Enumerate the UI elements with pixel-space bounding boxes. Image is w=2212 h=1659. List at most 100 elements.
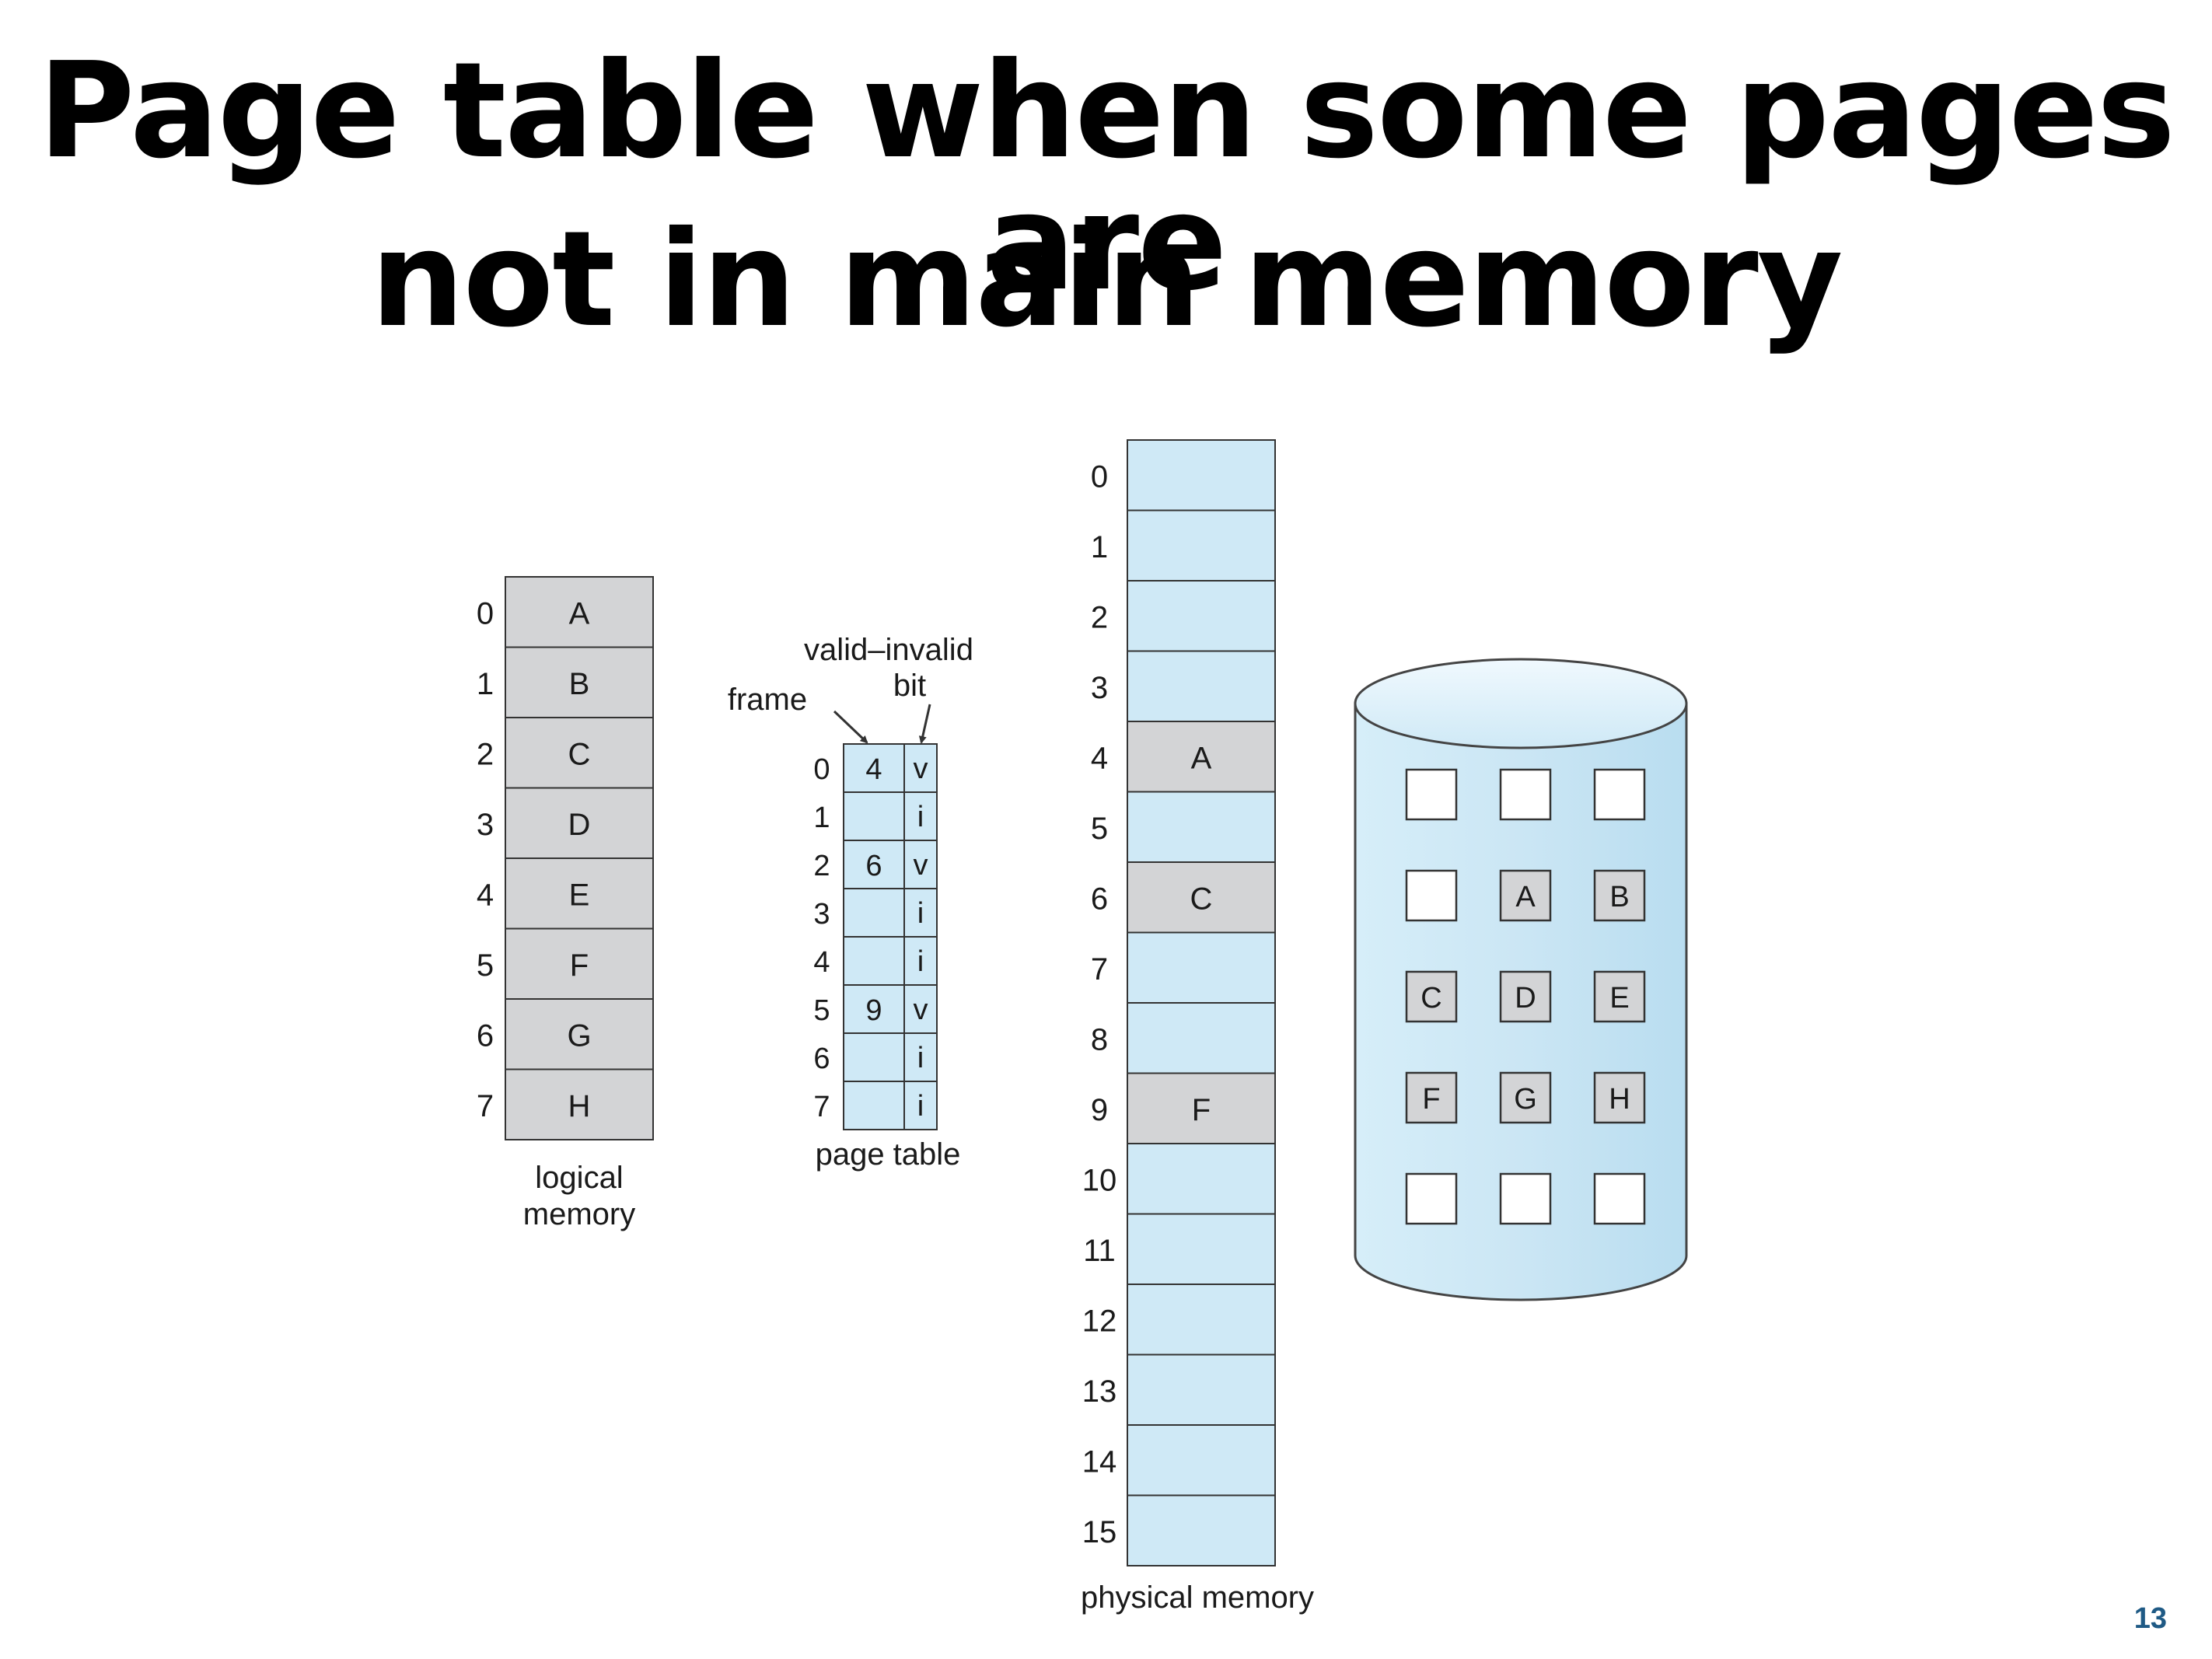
valid-invalid-label: valid–invalid (804, 633, 973, 667)
disk-slot (1405, 1071, 1458, 1124)
page-table-frame-cell (843, 888, 905, 938)
page-title-line-2: not in main memory (370, 203, 1843, 357)
page-table-valid-bit: v (914, 753, 928, 785)
logical-page-label: D (568, 808, 591, 842)
frame-label: frame (728, 683, 807, 717)
logical-memory-cell (505, 1068, 654, 1140)
physical-frame-index: 15 (1082, 1515, 1117, 1549)
physical-frame (1127, 861, 1276, 934)
physical-frame-page: C (1190, 882, 1213, 916)
disk-slot (1499, 869, 1552, 922)
logical-page-label: A (569, 596, 590, 630)
physical-frame (1127, 931, 1276, 1004)
physical-frame-index: 0 (1091, 459, 1108, 494)
page-table-valid-bit: i (917, 945, 924, 978)
page-table-bit-cell (903, 984, 938, 1034)
page-table-index: 5 (813, 994, 830, 1027)
disk-slot-page: C (1421, 982, 1441, 1015)
physical-frame-index: 4 (1091, 741, 1108, 775)
logical-index: 3 (477, 808, 494, 842)
disk-slot (1499, 768, 1552, 821)
disk-slot (1405, 1172, 1458, 1225)
physical-frame (1127, 580, 1276, 652)
disk-slot (1593, 1172, 1646, 1225)
physical-frame (1127, 1284, 1276, 1356)
valid-bit-arrow (918, 704, 931, 744)
logical-page-label: E (569, 878, 590, 912)
valid-invalid-label: bit (893, 669, 926, 703)
physical-frame (1127, 439, 1276, 512)
page-table-bit-cell (903, 840, 938, 889)
physical-frame-page: A (1191, 741, 1212, 775)
slide-number: 13 (2133, 1602, 2167, 1635)
page-table-valid-bit: v (914, 849, 928, 882)
page-table-index: 3 (813, 898, 830, 931)
page-table-frame-number: 9 (865, 994, 882, 1027)
page-table-frame-number: 6 (865, 850, 882, 882)
page-table-index: 4 (813, 946, 830, 979)
disk-slot-page: A (1515, 881, 1536, 913)
logical-index: 0 (477, 596, 494, 630)
physical-frame-page: F (1192, 1093, 1211, 1127)
page-title-line-1: Page table when some pages are (37, 34, 2175, 320)
physical-frame-index: 9 (1091, 1093, 1108, 1127)
physical-frame-index: 5 (1091, 812, 1108, 846)
page-table-bit-cell (903, 888, 938, 938)
logical-memory-cell (505, 927, 654, 1000)
logical-index: 2 (477, 737, 494, 771)
page-table-frame-cell (843, 984, 905, 1034)
physical-frame-index: 6 (1091, 882, 1108, 916)
disk-slot (1593, 1071, 1646, 1124)
logical-page-label: F (570, 948, 589, 983)
disk-slot (1405, 869, 1458, 922)
logical-index: 1 (477, 667, 494, 701)
page-table-valid-bit: v (914, 994, 928, 1026)
physical-frame-index: 1 (1091, 530, 1108, 564)
page-table-valid-bit: i (917, 801, 924, 833)
disk-slot (1405, 970, 1458, 1023)
physical-frame (1127, 1424, 1276, 1497)
disk-slot (1593, 768, 1646, 821)
page-table-index: 6 (813, 1043, 830, 1075)
page-table-bit-cell (903, 1032, 938, 1082)
page-table-bit-cell (903, 1081, 938, 1130)
physical-frame-index: 13 (1082, 1374, 1117, 1409)
physical-frame (1127, 1002, 1276, 1074)
physical-frame (1127, 509, 1276, 582)
page-table-valid-bit: i (917, 1042, 924, 1074)
frame-arrow (833, 710, 868, 744)
physical-frame-index: 7 (1091, 952, 1108, 987)
page-table-index: 0 (813, 753, 830, 786)
physical-frame (1127, 650, 1276, 722)
physical-frame (1127, 1494, 1276, 1566)
page-table-index: 1 (813, 802, 830, 834)
page-table-frame-cell (843, 1032, 905, 1082)
disk-slot-page: D (1515, 982, 1536, 1015)
physical-frame-index: 8 (1091, 1022, 1108, 1057)
physical-frame-index: 14 (1082, 1444, 1117, 1479)
physical-frame-index: 12 (1082, 1304, 1117, 1338)
physical-frame (1127, 1143, 1276, 1215)
logical-page-label: H (568, 1089, 591, 1123)
page-table-frame-cell (843, 936, 905, 986)
page-table-bit-cell (903, 936, 938, 986)
disk-slot (1405, 768, 1458, 821)
logical-page-label: C (568, 737, 591, 771)
page-table-valid-bit: i (917, 897, 924, 930)
page-table-index: 2 (813, 850, 830, 882)
physical-frame (1127, 791, 1276, 863)
physical-frame (1127, 721, 1276, 793)
page-table-label: page table (816, 1137, 961, 1172)
logical-index: 6 (477, 1018, 494, 1053)
page-table-index: 7 (813, 1091, 830, 1123)
disk-slot (1499, 970, 1552, 1023)
logical-memory-cell (505, 998, 654, 1070)
physical-frame (1127, 1353, 1276, 1426)
physical-frame-index: 3 (1091, 671, 1108, 705)
disk-slot-page: F (1422, 1083, 1440, 1116)
